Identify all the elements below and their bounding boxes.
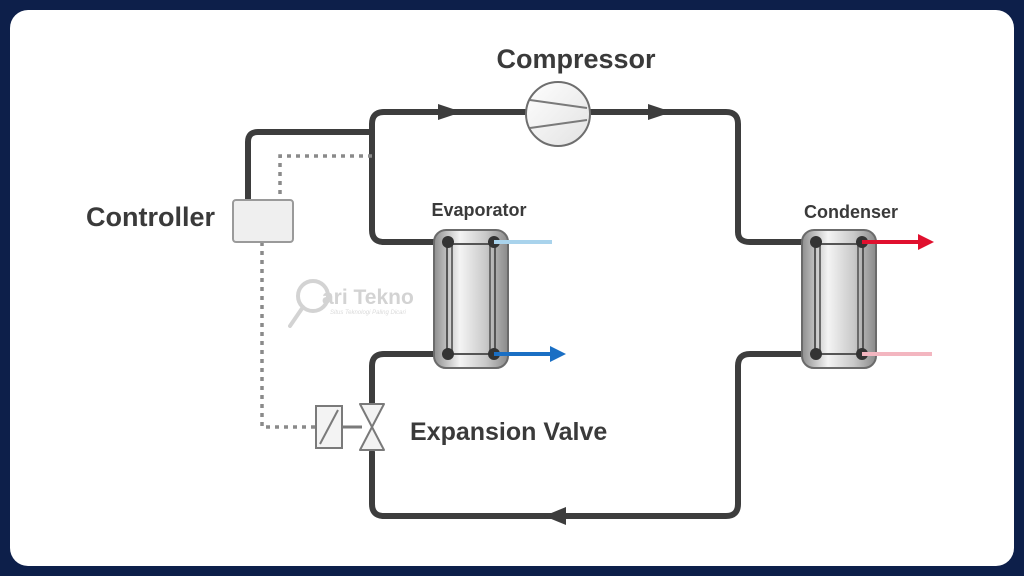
expansion-valve-label: Expansion Valve: [410, 418, 607, 446]
flow-arrow-top-right: [648, 104, 672, 120]
cold-water-out-arrow: [550, 346, 566, 362]
magnifier-icon: [288, 279, 330, 328]
diagram-frame: Compressor Controller Evaporator: [10, 10, 1014, 566]
signal-line-bottom: [260, 242, 316, 429]
watermark-brand: ari Tekno: [322, 286, 414, 309]
flow-arrow-bottom: [544, 507, 566, 525]
signal-line-top: [278, 154, 372, 200]
evaporator-water-lines: [494, 240, 552, 356]
pipe-evap-suction: [369, 129, 451, 245]
pipe-evap-inlet: [369, 351, 451, 407]
controller-signal-lines: [260, 154, 372, 429]
evaporator-label: Evaporator: [431, 200, 526, 220]
evaporator-exchanger: [433, 229, 509, 369]
pipe-controller-link: [245, 129, 375, 203]
hot-water-out-arrow: [918, 234, 934, 250]
condenser-label: Condenser: [804, 202, 898, 222]
pipe-top-left: [369, 109, 533, 135]
pipe-top-right: [587, 109, 815, 245]
compressor-icon: [525, 81, 591, 147]
expansion-valve-icon: [359, 403, 385, 451]
controller-label: Controller: [86, 202, 215, 232]
refrigeration-cycle-diagram: Compressor Controller Evaporator: [86, 44, 934, 525]
watermark-logo: ari Tekno Situs Teknologi Paling Dicari: [288, 279, 414, 328]
condenser-exchanger: [801, 229, 877, 369]
solenoid-actuator-icon: [315, 405, 362, 449]
condenser-water-lines: [862, 240, 932, 356]
flow-arrow-top-left: [438, 104, 462, 120]
pipe-return: [369, 351, 815, 519]
controller-box: [232, 199, 294, 243]
compressor-label: Compressor: [496, 44, 656, 74]
flow-arrows: [438, 104, 672, 525]
refrigerant-loop: [245, 109, 815, 519]
watermark-tagline: Situs Teknologi Paling Dicari: [330, 310, 406, 316]
